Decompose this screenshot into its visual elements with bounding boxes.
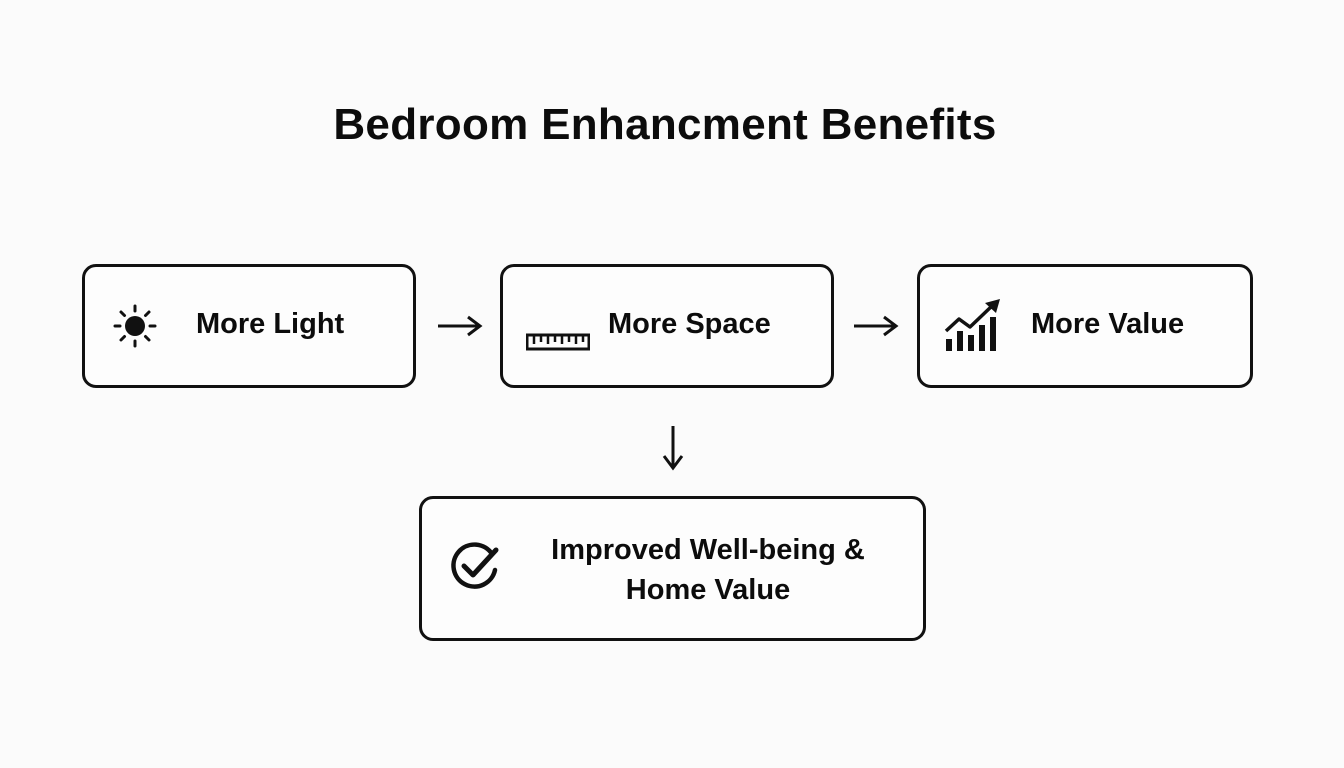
result-box bbox=[419, 496, 926, 641]
growth-chart-icon bbox=[943, 297, 1003, 353]
right-arrow-icon bbox=[436, 314, 484, 338]
more-value-label: More Value bbox=[1031, 308, 1185, 340]
right-arrow-icon bbox=[852, 314, 900, 338]
diagram-title: Bedroom Enhancment Benefits bbox=[333, 100, 997, 149]
result-label-line-1: Improved Well-being & bbox=[551, 534, 865, 566]
check-circle-icon bbox=[448, 540, 502, 594]
result-label-line-2: Home Value bbox=[625, 574, 791, 606]
sun-icon bbox=[111, 302, 159, 350]
ruler-icon bbox=[526, 333, 590, 351]
more-light-label: More Light bbox=[196, 308, 345, 340]
more-space-label: More Space bbox=[608, 308, 771, 340]
result-label: Improved Well-being & Home Value bbox=[520, 530, 896, 610]
down-arrow-icon bbox=[660, 424, 686, 472]
more-space-box bbox=[500, 264, 834, 388]
